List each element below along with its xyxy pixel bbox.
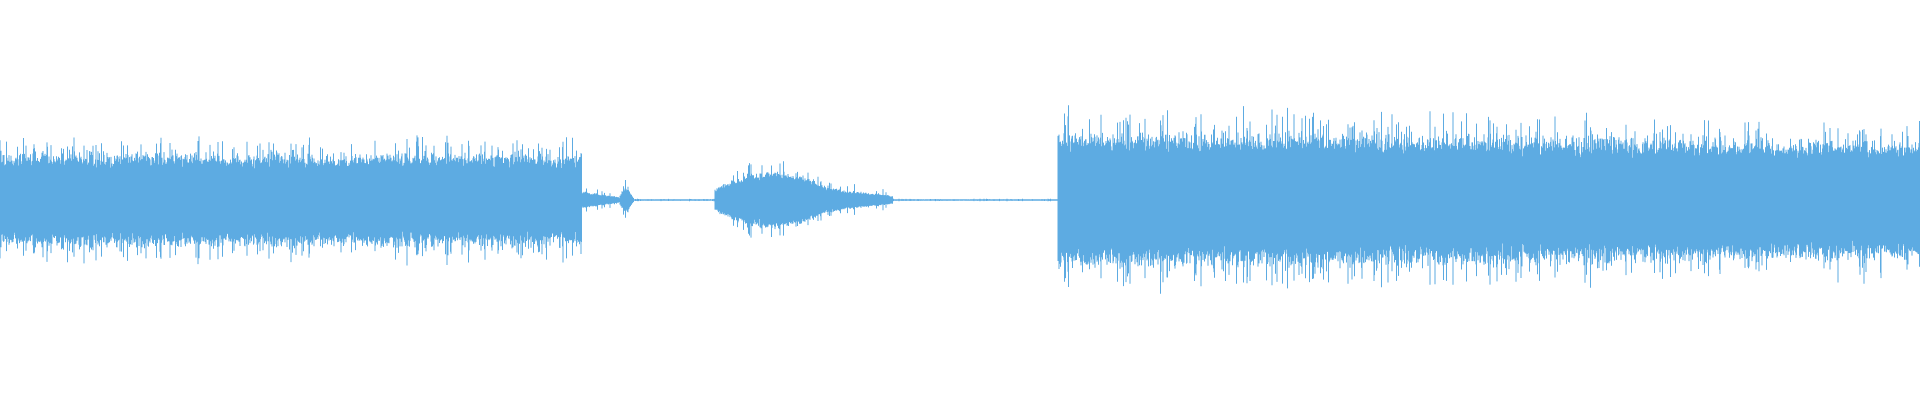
audio-waveform [0,105,1920,294]
